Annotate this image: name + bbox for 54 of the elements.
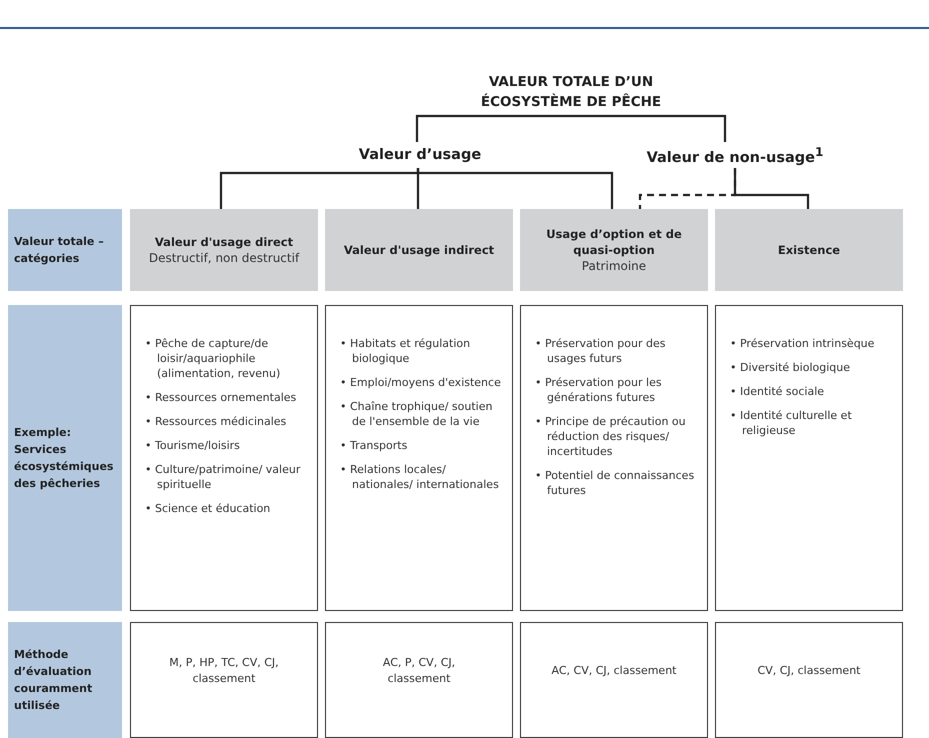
example-box [130, 305, 318, 611]
bullet-item: • Relations locales/ nationales/ internationales [340, 462, 500, 492]
row-header-text: Exemple: Services écosystémiques des pêcheries [14, 425, 114, 492]
method-cell [715, 622, 903, 738]
bracket-line [416, 168, 614, 209]
bullet-item: • Emploi/moyens d'existence [340, 375, 502, 390]
example-box [715, 305, 903, 611]
category-cell [520, 209, 708, 291]
group-heading: Valeur d’usage [358, 147, 482, 163]
bullet-item: • Pêche de capture/de loisir/aquariophile (alimentation, revenu) [145, 336, 282, 381]
bullet-item: • Habitats et régulation biologique [340, 336, 472, 366]
example-box [325, 305, 513, 611]
category-subtitle: Patrimoine [580, 258, 648, 274]
bullet-item: • Diversité biologique [730, 360, 851, 375]
row-header-cell [8, 305, 122, 611]
category-title: Valeur d'usage direct [154, 234, 294, 250]
example-box [520, 305, 708, 611]
group-heading: Valeur de non-usage$^{1}$ [646, 144, 824, 166]
bullet-item: • Ressources ornementales [145, 390, 298, 405]
method-text: M, P, HP, TC, CV, CJ, classement [168, 655, 280, 687]
bullet-item: • Culture/patrimoine/ valeur spirituelle [145, 462, 302, 492]
method-text: AC, P, CV, CJ, classement [382, 655, 456, 687]
bullet-item: • Science et éducation [145, 501, 272, 516]
row-header-text: Méthode d’évaluation couramment utilisée [14, 647, 94, 714]
bullet-item: • Tourisme/loisirs [145, 438, 241, 453]
row-header-cell [8, 622, 122, 738]
bracket-line [571, 114, 726, 142]
bullet-item: • Préservation pour les générations futures [535, 375, 663, 405]
bullet-item: • Principe de précaution ou réduction des risques/ incertitudes [535, 414, 687, 459]
bullet-item: • Transports [340, 438, 408, 453]
category-cell [715, 209, 903, 291]
bullet-item: • Ressources médicinales [145, 414, 288, 429]
category-title: Valeur d'usage indirect [342, 242, 496, 258]
category-title: Usage d’option et de quasi-option [545, 226, 683, 258]
category-title: Existence [776, 242, 842, 258]
bracket-line [734, 168, 810, 209]
bullet-item: • Préservation pour des usages futurs [535, 336, 666, 366]
method-text: AC, CV, CJ, classement [550, 663, 678, 679]
row-header-cell [8, 209, 122, 291]
category-subtitle: Destructif, non destructif [148, 250, 300, 266]
root-heading: VALEUR TOTALE D’UN ÉCOSYSTÈME DE PÊCHE [480, 73, 662, 112]
method-cell [130, 622, 318, 738]
category-cell [130, 209, 318, 291]
method-cell [325, 622, 513, 738]
bullet-item: • Identité culturelle et religieuse [730, 408, 853, 438]
bullet-item: • Potentiel de connaissances futures [535, 468, 696, 498]
bullet-item: • Identité sociale [730, 384, 826, 399]
method-text: CV, CJ, classement [756, 663, 862, 679]
row-header-text: Valeur totale – catégories [14, 234, 105, 267]
method-cell [520, 622, 708, 738]
bullet-item: • Chaîne trophique/ soutien de l'ensemble de la vie [340, 399, 494, 429]
bullet-item: • Préservation intrinsèque [730, 336, 876, 351]
bracket-line [416, 114, 571, 142]
category-cell [325, 209, 513, 291]
